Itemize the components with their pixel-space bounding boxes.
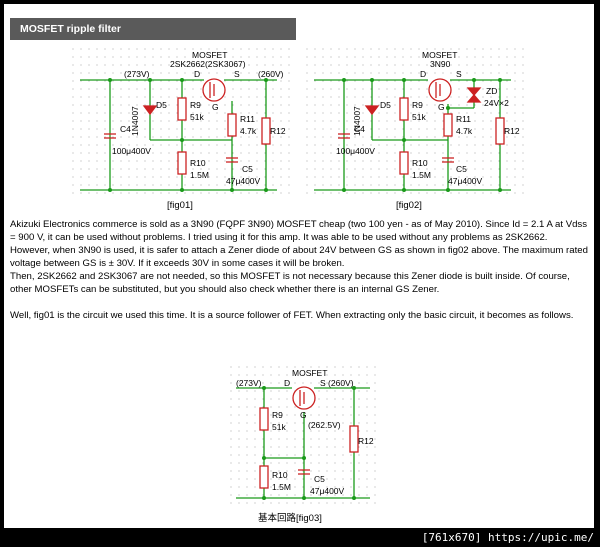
label-s: S: [456, 69, 462, 79]
page: MOSFET ripple filter: [4, 4, 594, 528]
fig03-caption: 基本回路[fig03]: [258, 513, 322, 524]
label-vout: (260V): [258, 69, 284, 79]
fig01-caption: [fig01]: [167, 200, 193, 211]
label-zd: ZD: [486, 86, 497, 96]
label-c5-value: 47μ400V: [310, 486, 345, 496]
label-r12: R12: [358, 436, 374, 446]
figure-01: MOSFET 2SK2662(2SK3067) (273V) D S (260V…: [72, 48, 292, 196]
components: [259, 407, 359, 489]
label-d: D: [284, 378, 290, 388]
label-g: G: [212, 102, 219, 112]
label-r9-value: 51k: [412, 112, 426, 122]
label-d: D: [194, 69, 200, 79]
label-vin: (273V): [236, 378, 262, 388]
label-r10-value: 1.5M: [412, 170, 431, 180]
label-mosfet: MOSFET: [192, 50, 227, 60]
label-part: 3N90: [430, 59, 451, 69]
grid-dots: [306, 48, 526, 196]
label-mosfet: MOSFET: [422, 50, 457, 60]
label-g: G: [300, 410, 307, 420]
paragraph: Well, fig01 is the circuit we used this …: [10, 310, 574, 321]
label-d5: D5: [156, 100, 167, 110]
label-s: S: [234, 69, 240, 79]
figure-02: MOSFET 3N90 D S G 1N4007 D5 R9 51k R11 4…: [306, 48, 526, 196]
article-body: Akizuki Electronics commerce is sold as …: [10, 218, 592, 322]
label-c5: C5: [242, 164, 253, 174]
label-g: G: [438, 102, 445, 112]
mosfet-symbol: [202, 78, 233, 108]
label-diode: 1N4007: [352, 106, 362, 136]
label-r9-value: 51k: [190, 112, 204, 122]
label-c4-value: 100μ400V: [112, 146, 151, 156]
label-c5-value: 47μ400V: [448, 176, 483, 186]
footer-link[interactable]: [761x670] https://upic.me/: [421, 531, 594, 544]
label-r12: R12: [270, 126, 286, 136]
figure-03: MOSFET (273V) D S (260V) G (262.5V) R9 5…: [230, 366, 380, 504]
junction-dots: [262, 386, 356, 500]
label-zd-value: 24V×2: [484, 98, 509, 108]
label-c4: C4: [354, 124, 365, 134]
paragraph: Akizuki Electronics commerce is sold as …: [10, 219, 588, 243]
label-c5-value: 47μ400V: [226, 176, 261, 186]
label-vin: (273V): [124, 69, 150, 79]
label-r9-value: 51k: [272, 422, 286, 432]
label-r10: R10: [190, 158, 206, 168]
label-r9: R9: [190, 100, 201, 110]
mosfet-symbol: [292, 386, 316, 410]
section-header: MOSFET ripple filter: [10, 18, 296, 40]
junction-dots: [342, 78, 502, 192]
paragraph: Then, 2SK2662 and 2SK3067 are not needed…: [10, 271, 570, 295]
label-vg: (262.5V): [308, 420, 341, 430]
paragraph-spacer: [10, 296, 592, 309]
label-d5: D5: [380, 100, 391, 110]
label-r10-value: 1.5M: [272, 482, 291, 492]
label-mosfet: MOSFET: [292, 368, 327, 378]
label-d: D: [420, 69, 426, 79]
mosfet-symbol: [428, 78, 452, 102]
label-r11-value: 4.7k: [240, 126, 257, 136]
label-r12: R12: [504, 126, 520, 136]
footer-bar: [761x670] https://upic.me/: [0, 528, 600, 547]
label-r11-value: 4.7k: [456, 126, 473, 136]
label-c5: C5: [456, 164, 467, 174]
section-title: MOSFET ripple filter: [20, 23, 121, 35]
label-c4-value: 100μ400V: [336, 146, 375, 156]
label-diode: 1N4007: [130, 106, 140, 136]
components: [104, 97, 271, 175]
label-r11: R11: [240, 114, 255, 124]
junction-dots: [108, 78, 268, 192]
wires: [80, 79, 277, 191]
label-r9: R9: [412, 100, 423, 110]
label-r10: R10: [272, 470, 288, 480]
label-r10: R10: [412, 158, 428, 168]
label-c5: C5: [314, 474, 325, 484]
components: [338, 87, 505, 175]
label-part: 2SK2662(2SK3067): [170, 59, 246, 69]
label-r10-value: 1.5M: [190, 170, 209, 180]
label-r11: R11: [456, 114, 471, 124]
fig02-caption: [fig02]: [396, 200, 422, 211]
label-r9: R9: [272, 410, 283, 420]
label-c4: C4: [120, 124, 131, 134]
label-vout: S (260V): [320, 378, 354, 388]
paragraph: However, when 3N90 is used, it is safer …: [10, 245, 588, 269]
